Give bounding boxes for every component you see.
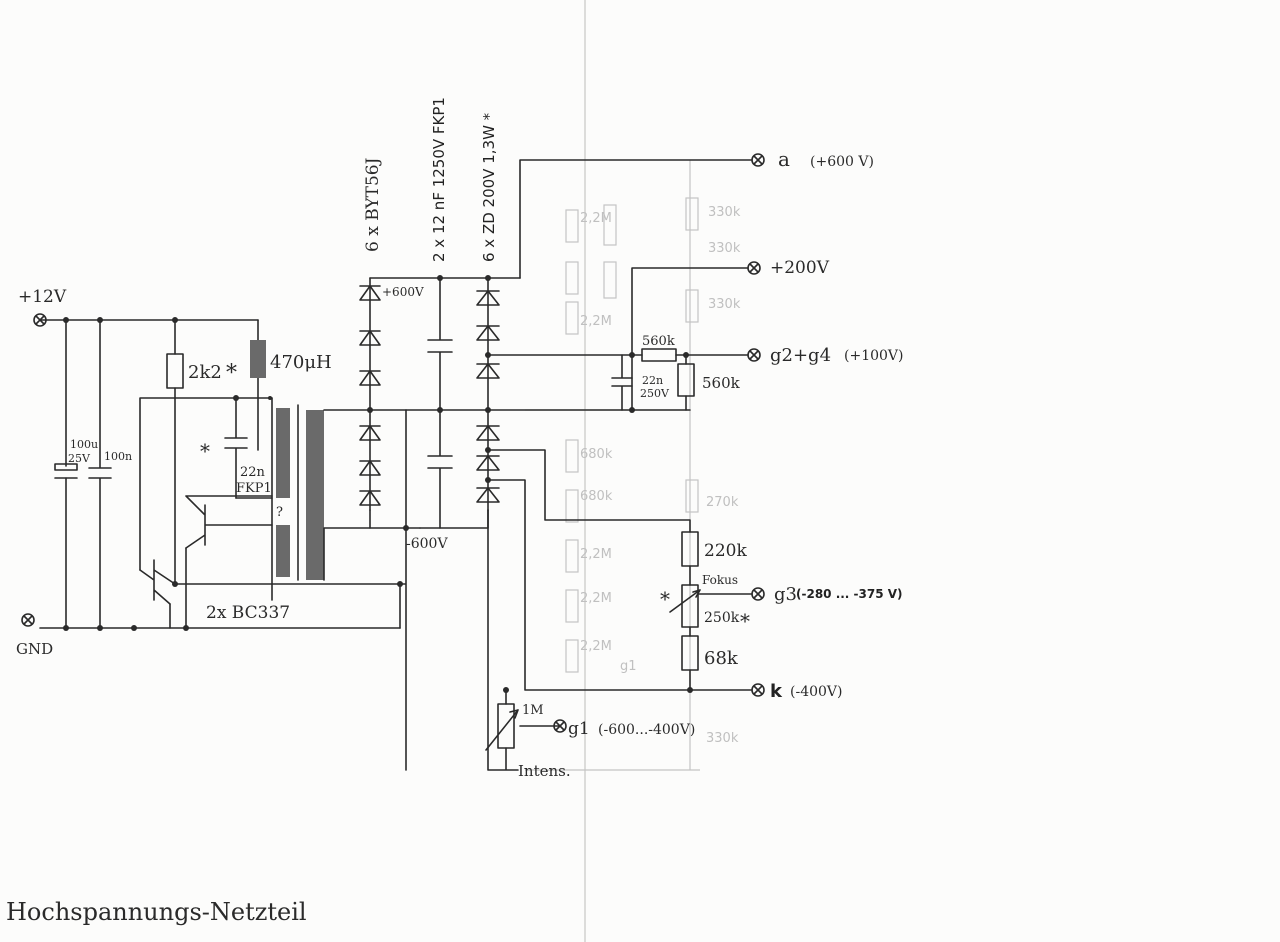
c-22n-b-label: 22n xyxy=(642,374,663,387)
r-250k-label: 250k xyxy=(704,610,740,626)
r-560k-b-label: 560k xyxy=(702,374,741,392)
output-g2g4-voltage: (+100V) xyxy=(844,348,904,364)
bc337-label: 2x BC337 xyxy=(206,603,290,623)
fkp1-label: FKP1 xyxy=(236,481,272,496)
fokus-label: Fokus xyxy=(702,573,738,587)
minus600-label: -600V xyxy=(406,536,448,552)
plus12v-label: +12V xyxy=(18,287,67,307)
svg-text:2,2M: 2,2M xyxy=(580,314,612,329)
r-68k-label: 68k xyxy=(704,648,739,669)
svg-text:680k: 680k xyxy=(580,489,613,504)
paper-fold xyxy=(584,0,586,942)
diodes-label: 6 x BYT56J xyxy=(363,157,383,252)
svg-text:330k: 330k xyxy=(708,241,741,256)
oscillator-section xyxy=(21,313,403,631)
svg-text:330k: 330k xyxy=(708,297,741,312)
output-g1-voltage: (-600...-400V) xyxy=(598,722,695,738)
c-100u-label: 100u xyxy=(70,438,98,451)
output-g1-label: g1 xyxy=(568,719,590,739)
output-a-label: a xyxy=(778,147,790,171)
star-mark-3: * xyxy=(660,587,670,611)
caps-label: 2 x 12 nF 1250V FKP1 xyxy=(430,97,448,262)
c-100n-label: 100n xyxy=(104,450,132,463)
c-25v-label: 25V xyxy=(68,452,91,465)
svg-text:330k: 330k xyxy=(706,731,739,746)
intens-label: Intens. xyxy=(518,762,571,780)
output-k-voltage: (-400V) xyxy=(790,684,843,700)
zeners-label: 6 x ZD 200V 1,3W * xyxy=(480,112,498,262)
output-g3-label: g3 xyxy=(774,584,797,605)
divider-section xyxy=(485,153,765,771)
bleed-through: 330k 330k 330k 2,2M 2,2M 680k 680k 2,2M … xyxy=(525,160,741,771)
schematic-labels: +12V GND 2k2 * 470μH 100u 25V 100n * 22n… xyxy=(6,97,904,926)
svg-text:2,2M: 2,2M xyxy=(580,639,612,654)
gnd-label: GND xyxy=(16,640,53,658)
star-mark-2: * xyxy=(200,439,210,463)
svg-text:2,2M: 2,2M xyxy=(580,211,612,226)
r-1m-label: 1M xyxy=(522,703,544,718)
svg-text:680k: 680k xyxy=(580,447,613,462)
output-a-voltage: (+600 V) xyxy=(810,154,874,170)
output-terminals xyxy=(553,153,765,733)
svg-text:270k: 270k xyxy=(706,495,739,510)
output-k-label: k xyxy=(770,681,783,702)
star-mark-1: * xyxy=(226,361,237,386)
c-250v-label: 250V xyxy=(640,387,670,400)
r-220k-label: 220k xyxy=(704,541,747,561)
svg-text:330k: 330k xyxy=(708,205,741,220)
svg-text:g1: g1 xyxy=(620,659,637,674)
output-200v-label: +200V xyxy=(770,258,830,278)
choke-470uh-label: 470μH xyxy=(270,352,332,373)
output-g3-voltage: (-280 ... -375 V) xyxy=(796,587,903,601)
svg-text:2,2M: 2,2M xyxy=(580,547,612,562)
svg-text:2,2M: 2,2M xyxy=(580,591,612,606)
question-mark: ? xyxy=(276,505,283,520)
star-mark-4: * xyxy=(740,609,750,633)
r-2k2-label: 2k2 xyxy=(188,362,222,383)
plus600-label: +600V xyxy=(382,285,424,299)
r-560k-a-label: 560k xyxy=(642,334,675,349)
output-g2g4-label: g2+g4 xyxy=(770,345,831,366)
c-22n-label: 22n xyxy=(240,465,266,480)
multiplier-section xyxy=(323,275,691,771)
page-title: Hochspannungs-Netzteil xyxy=(6,898,307,926)
